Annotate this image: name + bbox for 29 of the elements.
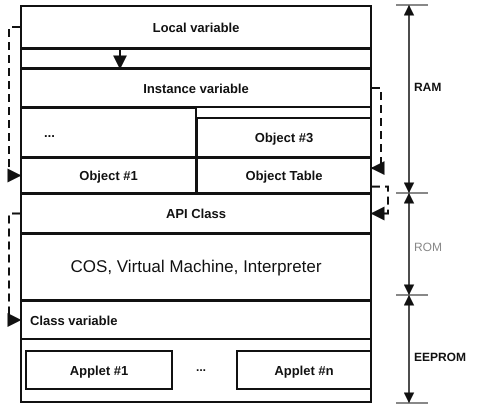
memory-row: [20, 193, 372, 234]
node-text: COS, Virtual Machine, Interpreter: [70, 257, 322, 277]
arrow: [370, 186, 389, 220]
node-text: Class variable: [30, 312, 118, 328]
applet-box: [236, 350, 372, 390]
memory-cell: [20, 107, 197, 158]
node-text: Applet #1: [70, 362, 128, 378]
memory-row: [20, 233, 372, 301]
memory-label: EEPROM: [414, 350, 466, 364]
arrow: [7, 212, 22, 327]
memory-cell: [20, 157, 197, 194]
node-text: Applet #n: [274, 362, 334, 378]
memory-label: ROM: [414, 240, 442, 254]
arrow: [370, 87, 385, 176]
memory-row: [20, 300, 372, 340]
node-text: Object #3: [254, 130, 314, 145]
node-text: Object #1: [79, 168, 138, 183]
node-text: API Class: [166, 206, 226, 221]
arrow: [113, 49, 127, 70]
applet-box: [25, 350, 173, 390]
ellipsis-text: ...: [196, 360, 206, 374]
memory-cell: [196, 157, 372, 194]
memory-cell: [196, 117, 372, 158]
arrow: [7, 26, 22, 182]
memory-row: [20, 68, 372, 108]
node-text: Local variable: [152, 20, 240, 34]
node-text: Object Table: [245, 168, 323, 183]
node-text: Instance variable: [143, 80, 249, 96]
memory-label: RAM: [414, 80, 442, 94]
